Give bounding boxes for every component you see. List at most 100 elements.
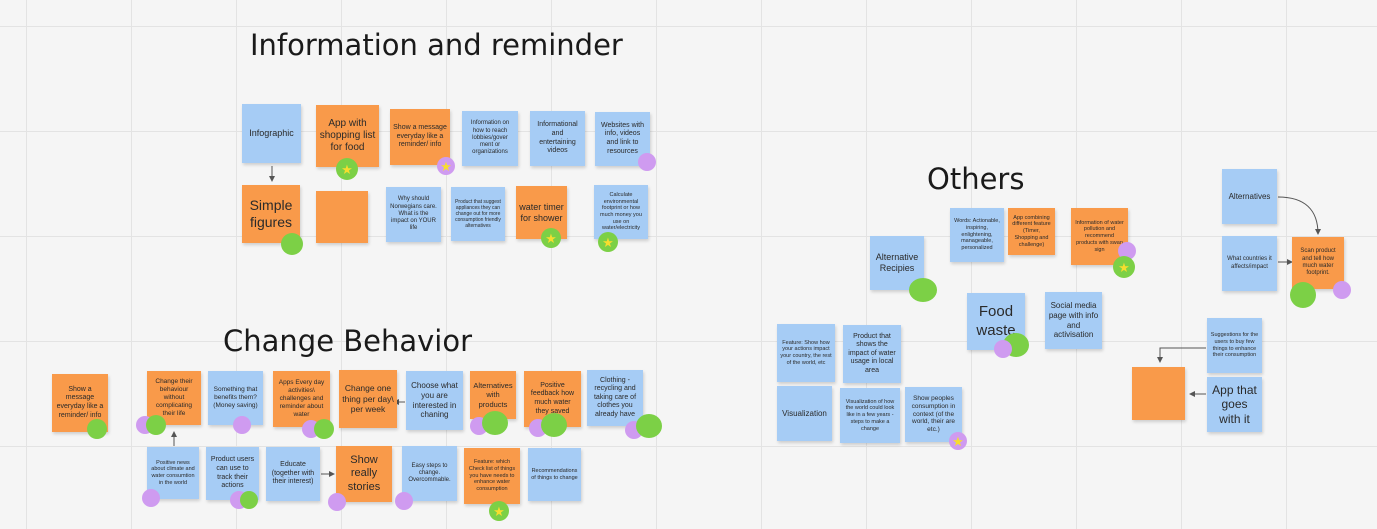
vote-green-icon[interactable] bbox=[909, 278, 937, 302]
note-recommendations[interactable]: Recommendations of things to change bbox=[528, 448, 581, 501]
note-product-local[interactable]: Product that shows the impact of water u… bbox=[843, 325, 901, 383]
note-shopping-app[interactable]: App with shopping list for food bbox=[316, 105, 379, 167]
note-text: App that goes with it bbox=[1212, 382, 1257, 426]
note-infographic[interactable]: Infographic bbox=[242, 104, 301, 163]
note-text: Information on how to reach lobbies/gove… bbox=[470, 120, 510, 156]
note-text: Change their behaviour without complicat… bbox=[155, 378, 193, 417]
vote-purple-icon[interactable] bbox=[638, 153, 656, 171]
note-social-media[interactable]: Social media page with info and activisa… bbox=[1045, 292, 1102, 349]
note-why-norwegians[interactable]: Why should Norwegians care. What is the … bbox=[386, 187, 441, 242]
note-text: App combining different feature (Timer, … bbox=[1012, 214, 1051, 248]
vote-green-icon[interactable] bbox=[636, 414, 662, 438]
vote-green-icon[interactable] bbox=[1290, 282, 1316, 308]
note-text: Alternatives bbox=[1228, 191, 1271, 201]
vote-purple-icon[interactable] bbox=[142, 489, 160, 507]
note-unreadable-orange[interactable] bbox=[1132, 367, 1185, 420]
note-text: Choose what you are interested in chanin… bbox=[411, 381, 458, 420]
note-alternatives-right[interactable]: Alternatives bbox=[1222, 169, 1277, 224]
vote-star-green-icon[interactable]: ★ bbox=[489, 501, 509, 521]
note-text: What countries it affects/impact bbox=[1227, 256, 1272, 270]
note-text: Why should Norwegians care. What is the … bbox=[390, 196, 437, 232]
note-entertaining-videos[interactable]: Informational and entertaining videos bbox=[530, 111, 585, 166]
note-easy-steps[interactable]: Easy steps to change. Overcommable. bbox=[402, 446, 457, 501]
title-others: Others bbox=[927, 162, 1025, 196]
note-text: Product that shows the impact of water u… bbox=[848, 332, 896, 374]
vote-purple-icon[interactable] bbox=[1333, 281, 1351, 299]
note-text: Simple figures bbox=[249, 196, 293, 230]
note-water-pollution[interactable]: Information of water pollution and recom… bbox=[1071, 208, 1128, 265]
note-show-stories[interactable]: Show really stories bbox=[336, 446, 392, 502]
note-apps-every-day[interactable]: Apps Every day activities\ challenges an… bbox=[273, 371, 330, 427]
note-clothing[interactable]: Clothing - recycling and taking care of … bbox=[587, 370, 643, 426]
note-text: Apps Every day activities\ challenges an… bbox=[278, 379, 325, 418]
note-text: Product users can use to track their act… bbox=[210, 456, 255, 490]
vote-star-purple-icon[interactable]: ★ bbox=[949, 432, 967, 450]
note-suggest-appliances[interactable]: Product that suggest appliances they can… bbox=[451, 187, 505, 241]
note-simple-figures[interactable]: Simple figures bbox=[242, 185, 300, 243]
vote-purple-icon[interactable] bbox=[395, 492, 413, 510]
note-app-goes[interactable]: App that goes with it bbox=[1207, 377, 1262, 432]
vote-purple-icon[interactable] bbox=[1118, 242, 1136, 260]
note-calculate-footprint[interactable]: Calculate environmental footprint or how… bbox=[594, 185, 648, 239]
note-text: Infographic bbox=[249, 128, 294, 139]
vote-green-icon[interactable] bbox=[482, 411, 508, 435]
note-change-one-thing[interactable]: Change one thing per day\ per week bbox=[339, 370, 397, 428]
note-text: Show a message everyday like a reminder/… bbox=[393, 124, 447, 149]
vote-purple-icon[interactable] bbox=[994, 340, 1012, 358]
note-text: Alternatives with products bbox=[473, 381, 513, 409]
vote-green-icon[interactable] bbox=[87, 419, 107, 439]
note-choose-interested[interactable]: Choose what you are interested in chanin… bbox=[406, 371, 463, 430]
note-text: Change one thing per day\ per week bbox=[342, 383, 394, 415]
note-text: Educate (together with their interest) bbox=[271, 461, 315, 486]
note-alternatives-products[interactable]: Alternatives with products bbox=[470, 371, 516, 419]
vote-green-icon[interactable] bbox=[314, 419, 334, 439]
note-feature-checklist[interactable]: Feature: which Check list of things you … bbox=[464, 448, 520, 504]
vote-star-green-icon[interactable]: ★ bbox=[598, 232, 618, 252]
vote-green-icon[interactable] bbox=[146, 415, 166, 435]
vote-green-icon[interactable] bbox=[541, 413, 567, 437]
note-text: Product that suggest appliances they can… bbox=[455, 198, 501, 230]
note-text: Information of water pollution and recom… bbox=[1075, 219, 1124, 253]
note-unreadable-text[interactable] bbox=[316, 191, 368, 243]
note-reminder-message[interactable]: Show a message everyday like a reminder/… bbox=[390, 109, 450, 165]
note-scan-product[interactable]: Scan product and tell how much water foo… bbox=[1292, 237, 1344, 289]
note-feature-show[interactable]: Feature: Show how your actions impact yo… bbox=[777, 324, 835, 382]
note-visualization[interactable]: Visualization bbox=[777, 386, 832, 441]
note-text: Show peoples consumption in context (of … bbox=[911, 394, 956, 434]
note-suggestions-buy[interactable]: Suggestions for the users to buy few thi… bbox=[1207, 318, 1262, 373]
vote-star-purple-icon[interactable]: ★ bbox=[437, 157, 455, 175]
note-app-combining[interactable]: App combining different feature (Timer, … bbox=[1008, 208, 1055, 255]
note-text: water timer for shower bbox=[519, 201, 564, 223]
vote-green-icon[interactable] bbox=[281, 233, 303, 255]
vote-star-green-icon[interactable]: ★ bbox=[336, 158, 358, 180]
note-reach-lobbies[interactable]: Information on how to reach lobbies/gove… bbox=[462, 111, 518, 166]
note-text: Clothing - recycling and taking care of … bbox=[593, 376, 637, 418]
note-visualization-world[interactable]: Visualization of how the world could loo… bbox=[840, 388, 900, 443]
title-information-and-reminder: Information and reminder bbox=[250, 28, 623, 62]
note-text: Feature: which Check list of things you … bbox=[468, 459, 516, 493]
note-text: Show a message everyday like a reminder/… bbox=[56, 385, 104, 419]
note-text: Informational and entertaining videos bbox=[537, 121, 578, 155]
note-words[interactable]: Words: Actionable, inspiring, enlighteni… bbox=[950, 208, 1004, 262]
title-change-behavior: Change Behavior bbox=[223, 324, 473, 358]
vote-star-green-icon[interactable]: ★ bbox=[541, 228, 561, 248]
note-text: Suggestions for the users to buy few thi… bbox=[1210, 332, 1259, 359]
note-educate[interactable]: Educate (together with their interest) bbox=[266, 447, 320, 501]
note-text: Words: Actionable, inspiring, enlighteni… bbox=[954, 218, 1000, 252]
vote-green-icon[interactable] bbox=[240, 491, 258, 509]
note-text: Positive feedback how much water they sa… bbox=[530, 381, 575, 415]
vote-star-green-icon[interactable]: ★ bbox=[1113, 256, 1135, 278]
note-text: Social media page with info and activisa… bbox=[1048, 301, 1099, 340]
note-text: Alternative Recipies bbox=[875, 252, 919, 273]
note-something-benefits[interactable]: Something that benefits them? (Money sav… bbox=[208, 371, 263, 425]
note-water-timer[interactable]: water timer for shower bbox=[516, 186, 567, 239]
note-text: Recommendations of things to change bbox=[531, 467, 578, 481]
note-what-countries[interactable]: What countries it affects/impact bbox=[1222, 236, 1277, 291]
vote-purple-icon[interactable] bbox=[328, 493, 346, 511]
note-text: Food waste bbox=[976, 303, 1016, 339]
vote-purple-icon[interactable] bbox=[233, 416, 251, 434]
note-text: App with shopping list for food bbox=[319, 117, 376, 154]
note-text: Feature: Show how your actions impact yo… bbox=[780, 339, 832, 366]
connector-alternatives-scan-product bbox=[1277, 196, 1321, 235]
note-text: Positive news about climate and water co… bbox=[151, 459, 195, 486]
